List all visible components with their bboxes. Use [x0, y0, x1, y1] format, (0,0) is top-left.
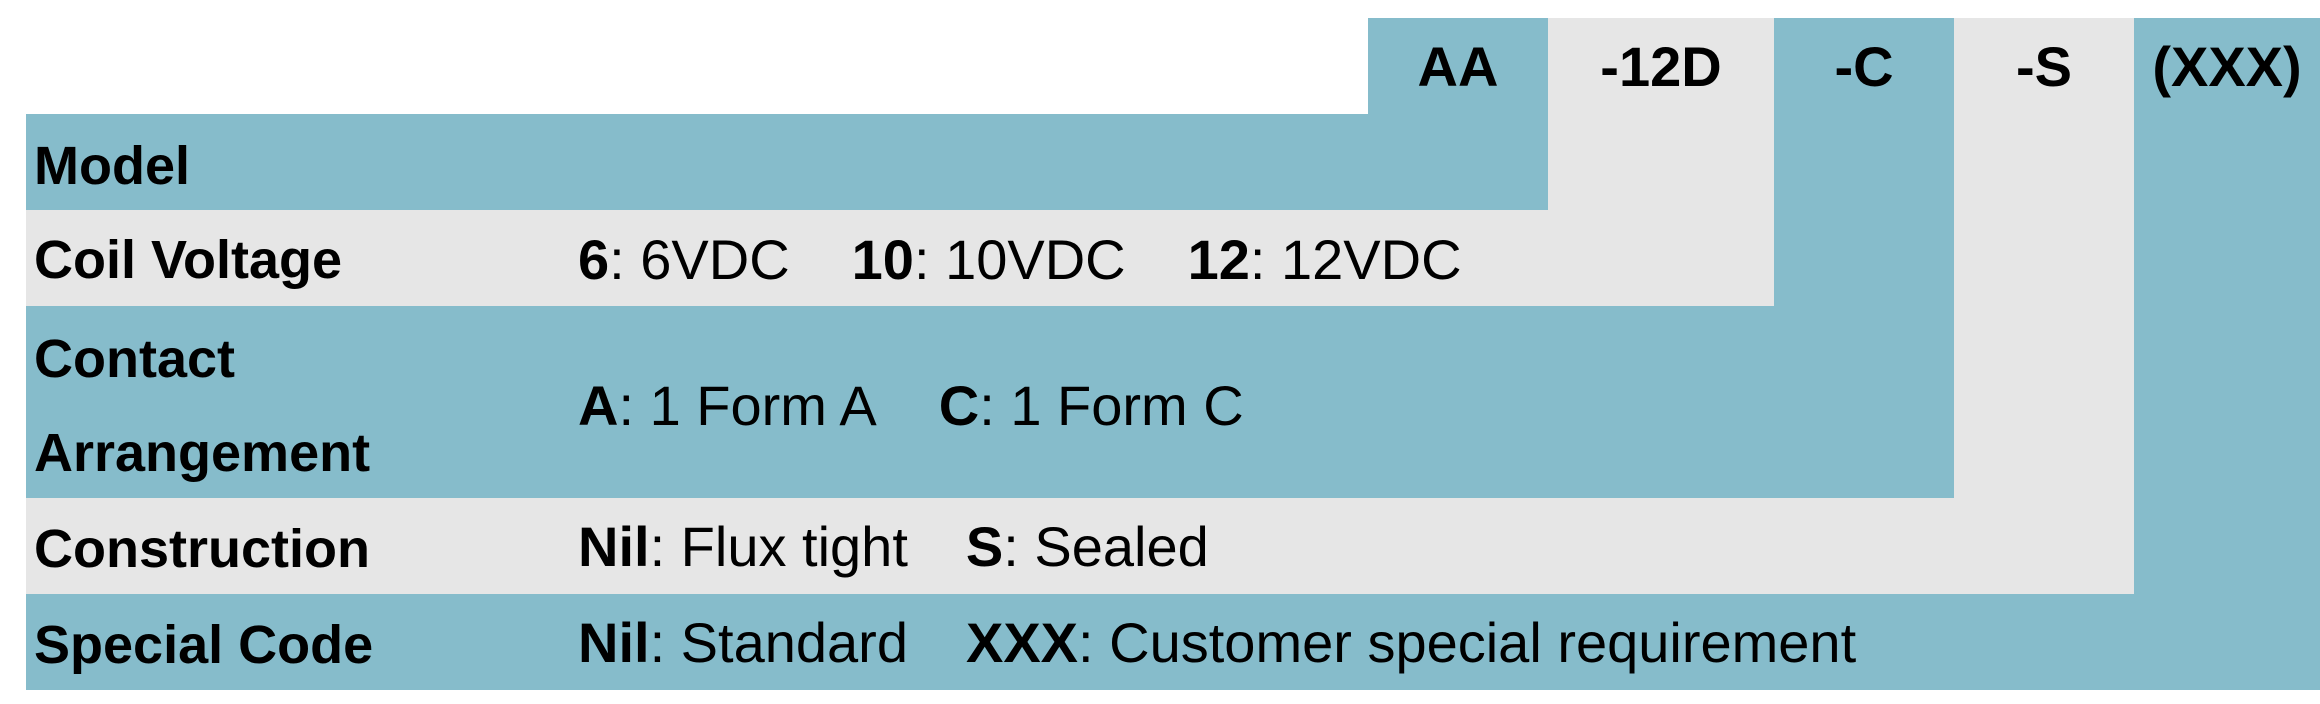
column-construction-fill [1954, 114, 2134, 498]
column-contact-fill [1774, 114, 1954, 306]
row-special-code: Special Code Nil: Standard XXX: Customer… [26, 594, 2320, 690]
row-label-coil-voltage: Coil Voltage [34, 230, 343, 290]
option-standard: Nil: Standard [578, 611, 908, 674]
header-code-contact: -C [1774, 18, 1954, 114]
option-10vdc: 10: 10VDC [851, 228, 1126, 291]
column-coil-fill [1548, 114, 1774, 210]
header-code-special: (XXX) [2134, 18, 2320, 114]
row-contact-arrangement: Contact Arrangement A: 1 Form A C: 1 For… [26, 306, 1954, 498]
row-model: Model [26, 114, 1368, 210]
option-flux-tight: Nil: Flux tight [578, 515, 908, 578]
row-coil-voltage: Coil Voltage 6: 6VDC 10: 10VDC 12: 12VDC [26, 210, 1774, 306]
special-code-options: Nil: Standard XXX: Customer special requ… [578, 615, 1856, 671]
column-model-fill [1368, 114, 1548, 210]
option-form-c: C: 1 Form C [938, 374, 1244, 437]
header-code-construction: -S [1954, 18, 2134, 114]
row-label-construction: Construction [34, 519, 370, 579]
construction-options: Nil: Flux tight S: Sealed [578, 519, 1209, 575]
row-label-model: Model [34, 136, 190, 196]
option-6vdc: 6: 6VDC [578, 228, 790, 291]
option-form-a: A: 1 Form A [578, 374, 877, 437]
option-12vdc: 12: 12VDC [1187, 228, 1462, 291]
option-customer-special: XXX: Customer special requirement [965, 611, 1857, 674]
option-sealed: S: Sealed [965, 515, 1209, 578]
header-code-coil-voltage: -12D [1548, 18, 1774, 114]
row-label-special-code: Special Code [34, 615, 374, 675]
column-special-fill [2134, 114, 2320, 594]
cropped-title-fragment [0, 0, 600, 12]
header-code-model: AA [1368, 18, 1548, 114]
coil-voltage-options: 6: 6VDC 10: 10VDC 12: 12VDC [578, 232, 1462, 288]
row-construction: Construction Nil: Flux tight S: Sealed [26, 498, 2134, 594]
row-label-contact: Contact [34, 329, 235, 389]
row-label-arrangement: Arrangement [34, 423, 371, 483]
contact-options: A: 1 Form A C: 1 Form C [578, 378, 1244, 434]
